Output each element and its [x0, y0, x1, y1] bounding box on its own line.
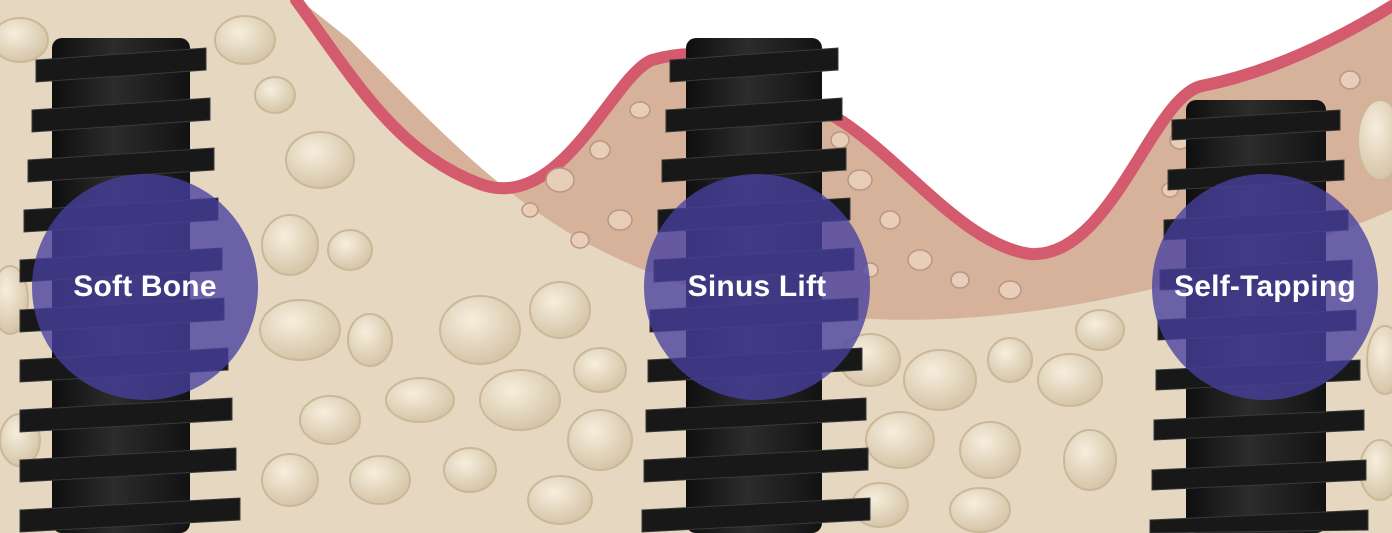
sinus-lift-badge: Sinus Lift — [644, 174, 870, 400]
self-tapping-label: Self-Tapping — [1174, 270, 1356, 304]
soft-bone-badge: Soft Bone — [32, 174, 258, 400]
soft-bone-label: Soft Bone — [73, 270, 216, 304]
sinus-lift-label: Sinus Lift — [688, 270, 827, 304]
self-tapping-badge: Self-Tapping — [1152, 174, 1378, 400]
